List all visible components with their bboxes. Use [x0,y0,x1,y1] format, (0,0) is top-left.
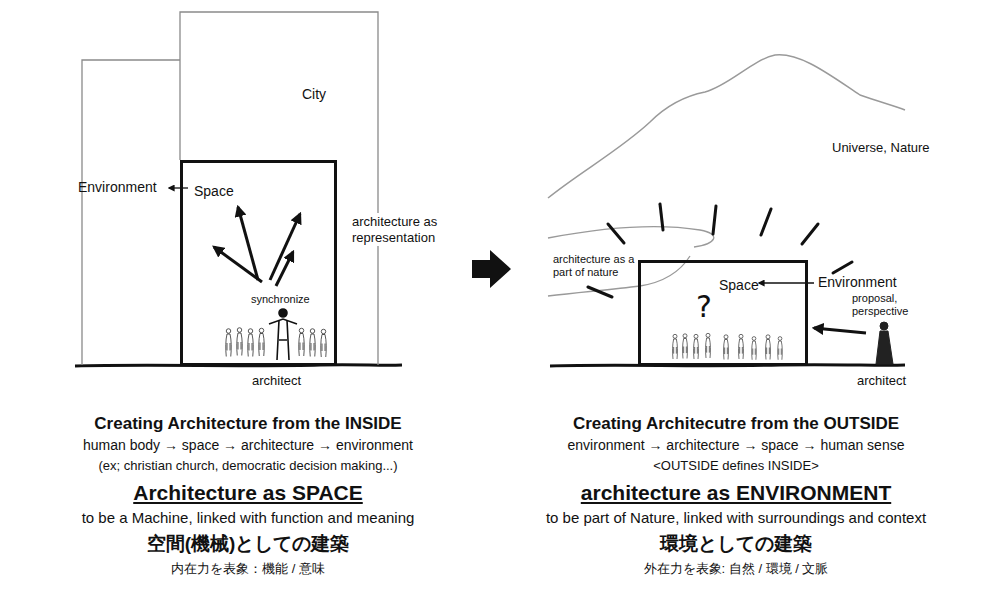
space-label: Space [194,183,234,200]
caption-description: to be a Machine, linked with function an… [82,509,415,527]
transition-arrow [472,250,511,288]
space-arrows [214,207,300,286]
caption-flow: environment → architecture → space → hum… [568,437,905,454]
caption-flow: human body → space → architecture → envi… [83,437,413,454]
city-label: City [302,86,326,103]
caption-principle: <OUTSIDE defines INSIDE> [653,458,818,474]
caption-title: Architecture as SPACE [133,480,363,505]
caption-description: to be part of Nature, linked with surrou… [546,509,926,527]
people [226,328,326,357]
architecture-box: Space synchronize [180,160,337,366]
mountain-line [548,55,905,198]
caption-japanese-title: 環境としての建築 [660,533,812,556]
caption-japanese-note: 内在力を表象：機能 / 意味 [171,561,325,577]
proposal-note: proposal, perspective [852,292,924,318]
architect-label: architect [857,373,906,389]
environment-label: Environment [78,179,157,196]
caption-japanese-note: 外在力を表象: 自然 / 環境 / 文脈 [644,561,829,577]
architecture-box: Space? [638,260,808,366]
nature-note: architecture as a part of nature [553,253,653,279]
representation-note: architecture as representation [350,213,446,246]
caption-heading: Creating Architecture from the INSIDE [94,414,401,434]
proposal-arrow [814,328,866,333]
nature-label: Universe, Nature [832,140,930,156]
caption-example: (ex; christian church, democratic decisi… [98,458,397,474]
small-arrow [169,187,188,188]
question-mark: ? [696,289,712,325]
synchronize-label: synchronize [251,293,310,306]
people [673,333,783,359]
architect-figure [269,309,297,360]
environment-label: Environment [818,274,897,291]
architect-label: architect [252,373,301,389]
caption-japanese-title: 空間(機械)としての建築 [147,533,350,556]
architect-figure [876,322,893,364]
rays [588,204,852,297]
caption-title: architecture as ENVIRONMENT [581,480,891,505]
caption-heading: Creating Architecutre from the OUTSIDE [573,414,899,434]
space-label: Space [719,277,759,294]
